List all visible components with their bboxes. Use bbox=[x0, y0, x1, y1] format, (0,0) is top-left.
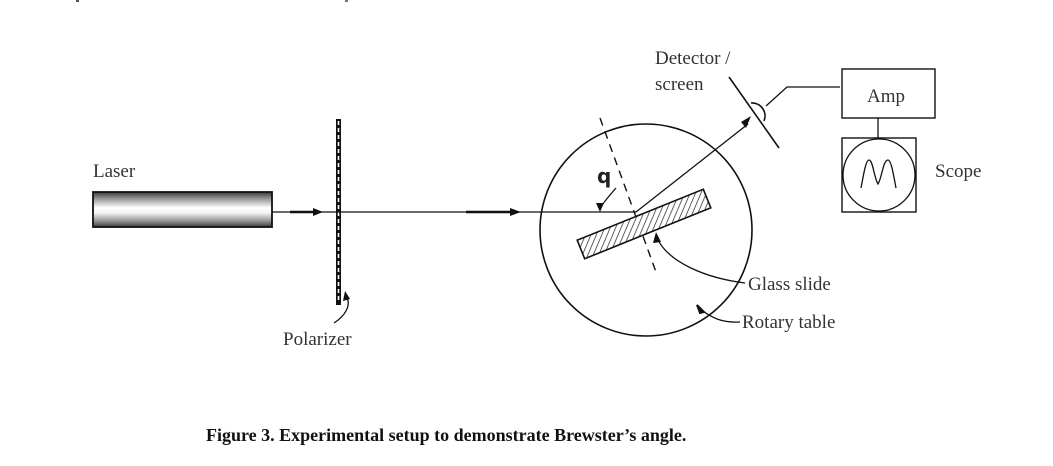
detector-label-line2: screen bbox=[655, 74, 704, 95]
rotary-table-pointer bbox=[699, 308, 741, 323]
glass-slide-label: Glass slide bbox=[748, 274, 831, 295]
detector-screen bbox=[728, 76, 780, 149]
rotary-table-pointer-arrowhead bbox=[696, 304, 706, 315]
rotary-table-label: Rotary table bbox=[742, 312, 835, 333]
figure-caption: Figure 3. Experimental setup to demonstr… bbox=[206, 425, 686, 445]
beam-arrow-2 bbox=[510, 208, 521, 216]
oscilloscope-waveform bbox=[860, 159, 897, 189]
oscilloscope-label: Scope bbox=[935, 161, 981, 182]
angle-arc-arrowhead bbox=[596, 203, 604, 212]
polarizer-label: Polarizer bbox=[283, 329, 352, 350]
glass-slide-pointer bbox=[656, 237, 746, 284]
polarizer-pointer-arrowhead bbox=[343, 291, 350, 301]
rotary-table bbox=[539, 123, 753, 337]
oscilloscope-screen bbox=[842, 138, 916, 212]
laser-body bbox=[92, 191, 273, 228]
detector-to-amp-cable bbox=[765, 86, 840, 107]
angle-theta-symbol: q bbox=[597, 164, 611, 188]
glass-slide-pointer-arrowhead bbox=[653, 232, 661, 243]
amplifier-label: Amp bbox=[867, 86, 905, 107]
amplifier-box bbox=[841, 68, 936, 119]
oscilloscope-box bbox=[841, 137, 917, 213]
detector-sensor bbox=[750, 102, 766, 122]
clipped-text-remnant bbox=[76, 0, 348, 2]
reflected-beam-arrowhead bbox=[741, 116, 751, 128]
glass-slide bbox=[576, 188, 712, 260]
laser-label: Laser bbox=[93, 161, 136, 182]
detector-label-line1: Detector / bbox=[655, 48, 731, 69]
reflected-beam bbox=[635, 123, 749, 213]
